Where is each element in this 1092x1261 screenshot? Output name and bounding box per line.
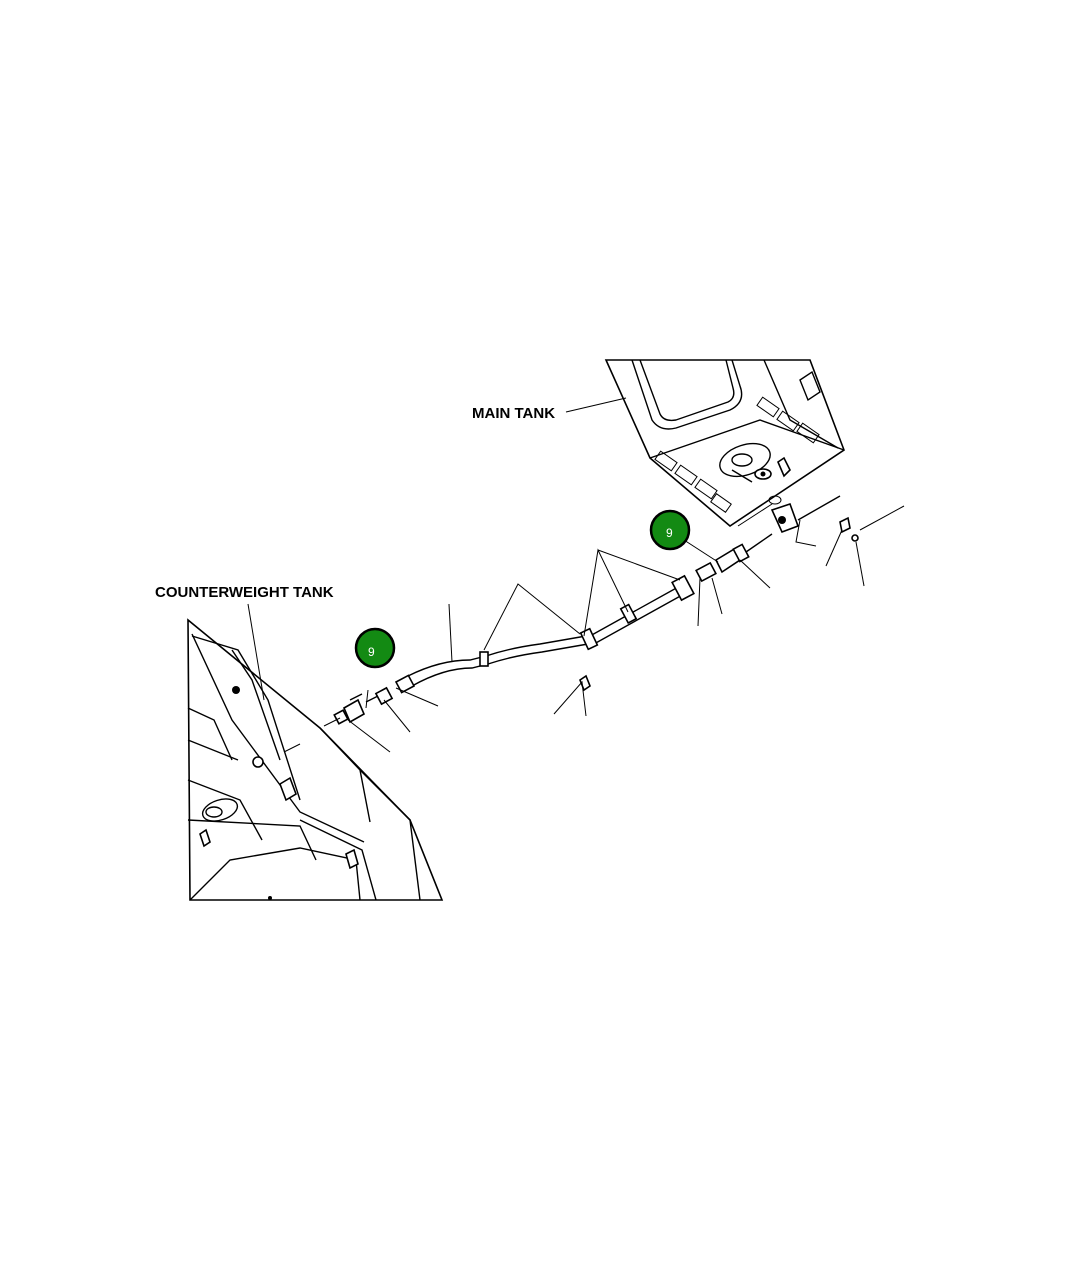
hose-assembly [333, 495, 859, 725]
main-tank-drawing [604, 359, 845, 528]
leader-lines [247, 397, 905, 753]
callout-badge-lower-circle [354, 627, 396, 669]
counterweight-tank-drawing [187, 618, 444, 901]
callout-badge-upper-circle [649, 509, 691, 551]
callout-number: 9 [666, 526, 673, 540]
counterweight-tank-label: COUNTERWEIGHT TANK [155, 584, 334, 601]
callout-badge-upper[interactable]: 9 [649, 509, 691, 551]
callout-number: 9 [368, 645, 375, 659]
main-tank-label: MAIN TANK [472, 405, 555, 422]
callout-badge-lower[interactable]: 9 [354, 627, 396, 669]
